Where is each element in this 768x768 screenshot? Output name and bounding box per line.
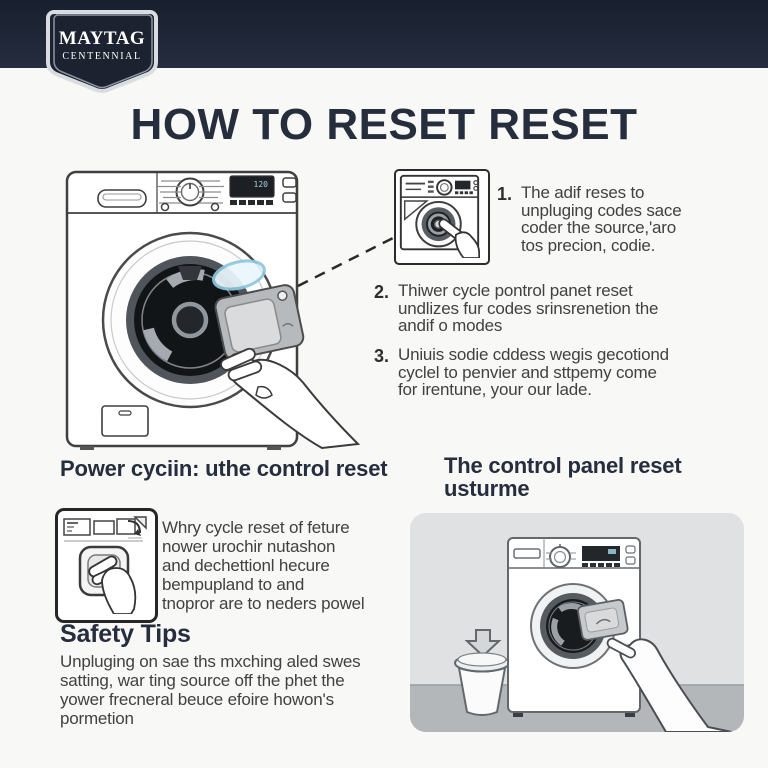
pointing-finger-icon [438, 218, 481, 259]
scene-control-module [577, 598, 629, 641]
corner-fold-icon [133, 516, 147, 530]
washer-foot [80, 446, 94, 450]
display-screen: 120 [229, 175, 275, 205]
step-number: 2. [374, 282, 390, 302]
button-press-illustration [63, 516, 147, 615]
step-number: 1. [497, 184, 513, 204]
panel-detail-box [394, 169, 490, 265]
section-heading-control-panel: The control panel reset usturme [444, 453, 682, 501]
step-text: The adif reses to unpluging codes sace c… [521, 183, 682, 255]
bucket-illustration [454, 652, 510, 716]
hand-illustration [220, 347, 361, 450]
down-arrow-icon [464, 629, 502, 658]
brand-subname: CENTENNIAL [62, 51, 142, 62]
brand-name: MAYTAG [58, 28, 146, 49]
program-knob [158, 177, 224, 212]
safety-tips-heading: Safety Tips [60, 620, 191, 648]
display-digits: 120 [254, 180, 269, 189]
step-1: 1. The adif reses to unpluging codes sac… [497, 183, 682, 255]
control-module [214, 284, 305, 361]
swoosh-arrow-icon [127, 520, 141, 534]
badge-shield-icon [46, 10, 158, 93]
filter-door [101, 405, 149, 437]
safety-tips-paragraph: Unpluging on sae ths mxching aled swes s… [60, 652, 361, 728]
power-cycle-paragraph: Whry cycle reset of feture nower urochir… [162, 518, 365, 613]
washer-illustration: 120 [65, 170, 361, 450]
brand-badge: MAYTAG CENTENNIAL [46, 10, 158, 94]
brand-banner: MAYTAG CENTENNIAL [0, 0, 768, 93]
scene-pointing-hand-icon [606, 637, 733, 732]
step-text: Thiwer cycle pontrol panet reset undlize… [398, 281, 659, 335]
dispenser-drawer [97, 189, 147, 208]
step-text: Uniuis sodie cddess wegis gecotiond cycl… [398, 345, 669, 399]
control-panel-reset-scene [410, 513, 744, 732]
page-title: HOW TO RESET RESET [130, 100, 638, 149]
step-3: 3. Uniuis sodie cddess wegis gecotiond c… [374, 346, 669, 399]
mini-washer-illustration [399, 174, 481, 259]
section-heading-power-cycle: Power cyciin: uthe control reset [60, 456, 388, 481]
step-number: 3. [374, 346, 390, 366]
button-press-box [55, 508, 158, 623]
power-button [282, 177, 297, 188]
scene-illustration [410, 513, 744, 732]
step-2: 2. Thiwer cycle pontrol panet reset undl… [374, 282, 658, 335]
start-button [282, 192, 297, 203]
glass-highlight [212, 259, 266, 291]
washer-foot [267, 446, 281, 450]
